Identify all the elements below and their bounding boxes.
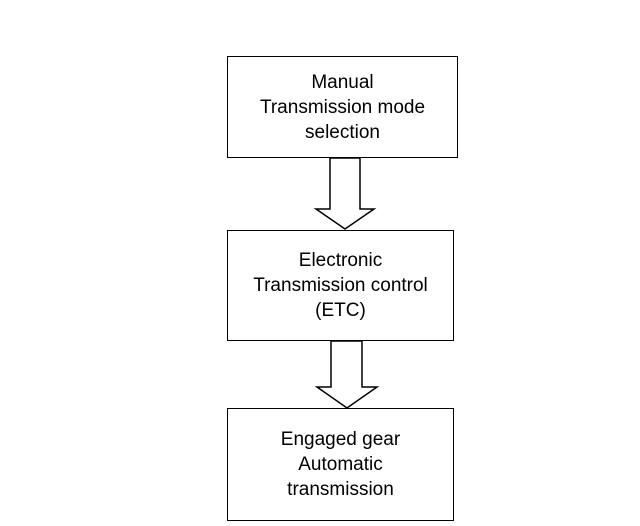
arrow-selection-to-etc — [313, 157, 377, 230]
etc-box: Electronic Transmission control (ETC) — [227, 230, 454, 341]
engaged-gear-box: Engaged gear Automatic transmission — [227, 408, 454, 521]
manual-mode-selection-box: Manual Transmission mode selection — [227, 56, 458, 158]
box-line: Transmission mode — [259, 96, 426, 118]
box-line: Automatic — [298, 454, 383, 475]
box-line: Transmission control — [253, 275, 428, 296]
box-line: Manual — [311, 71, 374, 93]
box-line: selection — [305, 121, 380, 143]
box-line: Engaged gear — [280, 429, 401, 450]
box-line: Electronic — [298, 250, 383, 271]
box-line: (ETC) — [315, 300, 366, 321]
arrow-etc-to-gear — [314, 340, 380, 409]
box-line: transmission — [287, 479, 394, 500]
